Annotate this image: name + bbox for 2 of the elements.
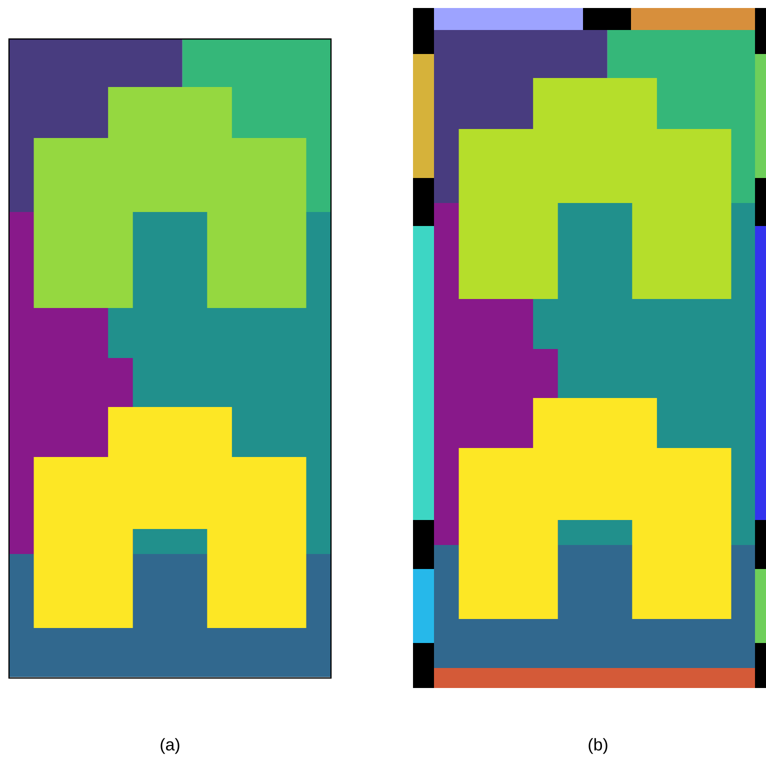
panel-label: (b) (588, 738, 608, 754)
panel-label: (a) (160, 738, 180, 754)
